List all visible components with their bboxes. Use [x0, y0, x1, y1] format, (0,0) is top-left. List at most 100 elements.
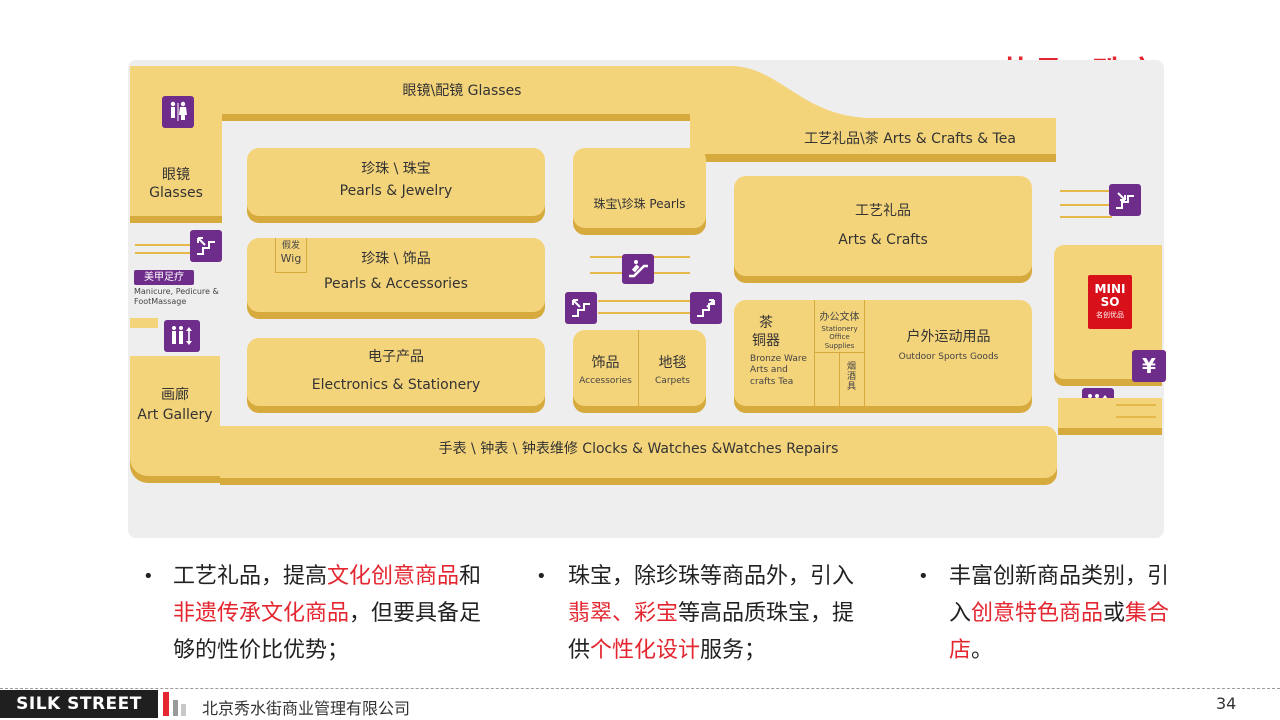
stairs-icon[interactable]: [190, 230, 222, 262]
footer-company: 北京秀水街商业管理有限公司: [202, 699, 411, 718]
bullet-text: 珠宝，除珍珠等商品外，引入: [568, 564, 855, 589]
bullet-dot: •: [918, 566, 929, 587]
arts-crafts-en: Arts & Crafts: [838, 232, 928, 248]
shop-clocks-watches[interactable]: 手表 \ 钟表 \ 钟表维修 Clocks & Watches &Watches…: [220, 426, 1057, 478]
stairs-icon[interactable]: [690, 292, 722, 324]
shop-divider: [638, 330, 639, 406]
miniso-logo: MINI SO 名创优品: [1088, 275, 1132, 329]
bullet-text: 丰富创新商品类别，引入: [949, 564, 1170, 626]
clocks-label: 手表 \ 钟表 \ 钟表维修 Clocks & Watches &Watches…: [438, 441, 839, 457]
accessories-cn: 饰品: [591, 355, 620, 371]
shop-block-east: 茶 铜器 Bronze Ware Arts and crafts Tea 办公文…: [734, 300, 1032, 406]
escalator-lines-2: [598, 300, 690, 314]
footer-divider: [0, 688, 1280, 689]
bullet-text: 服务；: [700, 638, 767, 663]
shop-tea-bronze[interactable]: 茶 铜器 Bronze Ware Arts and crafts Tea: [734, 300, 814, 406]
bullet-1: • 工艺礼品，提高文化创意商品和非遗传承文化商品，但要具备足够的性价比优势；: [143, 558, 493, 669]
shop-label: 眼镜\配镜 Glasses: [402, 83, 522, 99]
corridor-lines: [135, 244, 195, 254]
bullet-highlight: 非遗传承文化商品: [173, 601, 350, 626]
stationery-cn: 办公文体: [819, 312, 860, 323]
accessories-en: Accessories: [579, 376, 632, 386]
pearls-acc-cn: 珍珠 \ 饰品: [361, 251, 431, 267]
miniso-logo-text-2: SO: [1100, 295, 1120, 309]
outdoor-en: Outdoor Sports Goods: [898, 352, 999, 362]
currency-exchange-icon[interactable]: ¥: [1132, 350, 1166, 382]
miniso-logo-text-cn: 名创优品: [1096, 311, 1124, 319]
tea-cn: 茶: [759, 315, 773, 331]
bullet-highlight: 文化创意商品: [327, 564, 460, 589]
shop-art-gallery[interactable]: 画廊 Art Gallery: [130, 356, 220, 476]
divider-4: [839, 352, 840, 406]
pearls-jewelry-en: Pearls & Jewelry: [339, 183, 453, 199]
bullet-dot: •: [536, 566, 547, 587]
shop-pearls-jewelry[interactable]: 珍珠 \ 珠宝 Pearls & Jewelry: [247, 148, 545, 216]
shop-tobacco[interactable]: 烟酒具: [840, 353, 864, 406]
shop-miniso[interactable]: MINI SO 名创优品: [1054, 245, 1162, 379]
bullet-text: ，但要具备足够的性价比优势；: [173, 601, 482, 663]
tobacco-cn: 烟酒具: [847, 362, 857, 392]
glasses-label-en: Glasses: [149, 185, 203, 201]
bullet-2-text: 珠宝，除珍珠等商品外，引入翡翠、彩宝等高品质珠宝，提供个性化设计服务；: [568, 558, 876, 669]
stairs-icon[interactable]: [1109, 184, 1141, 216]
footer-mark: [163, 692, 187, 716]
bronze-en: Bronze Ware Arts and crafts Tea: [750, 354, 807, 387]
pearls-jewelry-cn: 珍珠 \ 珠宝: [361, 161, 431, 177]
shop-jewelry-pearls[interactable]: 珠宝\珍珠 Pearls: [573, 148, 706, 228]
manicure-label-cn: 美甲足疗: [134, 270, 194, 285]
bullet-1-text: 工艺礼品，提高文化创意商品和非遗传承文化商品，但要具备足够的性价比优势；: [173, 558, 493, 669]
corridor-right-1: [1060, 190, 1112, 206]
divider-2: [864, 300, 865, 406]
restroom-icon: [162, 96, 194, 128]
shop-arts-crafts[interactable]: 工艺礼品 Arts & Crafts: [734, 176, 1032, 276]
corridor-right-2: [1060, 206, 1112, 218]
wig-label-en: Wig: [280, 252, 302, 266]
electronics-cn: 电子产品: [368, 349, 424, 365]
carpets-en: Carpets: [655, 376, 690, 386]
page-number: 34: [1216, 694, 1237, 713]
shop-outdoor[interactable]: 户外运动用品 Outdoor Sports Goods: [865, 300, 1032, 406]
elevator-icon[interactable]: [164, 320, 200, 352]
bullet-text: 或: [1103, 601, 1126, 626]
wig-label-cn: 假发: [281, 241, 300, 251]
bullet-highlight: 个性化设计: [590, 638, 701, 663]
stationery-en: Stationery Office Supplies: [821, 324, 858, 351]
outdoor-cn: 户外运动用品: [906, 329, 991, 345]
bullet-highlight: 集合店: [949, 601, 1170, 663]
escalator-icon[interactable]: [622, 254, 654, 284]
bullet-text: 和: [459, 564, 482, 589]
bronze-cn: 铜器: [752, 333, 780, 349]
divider-1: [814, 300, 815, 406]
shop-pearls-accessories[interactable]: 假发 Wig 珍珠 \ 饰品 Pearls & Accessories: [247, 238, 545, 312]
bullet-highlight: 翡翠、彩宝: [568, 601, 679, 626]
arts-crafts-cn: 工艺礼品: [855, 203, 911, 219]
shop-glasses-top[interactable]: 眼镜\配镜 Glasses: [222, 66, 702, 114]
glasses-label-cn: 眼镜: [162, 167, 190, 183]
bullet-3: • 丰富创新商品类别，引入创意特色商品或集合店。: [918, 558, 1178, 669]
shop-electronics[interactable]: 电子产品 Electronics & Stationery: [247, 338, 545, 406]
carpets-cn: 地毯: [658, 355, 687, 371]
electronics-en: Electronics & Stationery: [311, 377, 481, 393]
shop-wig[interactable]: 假发 Wig: [275, 238, 307, 273]
bullet-text: 等高品质珠宝，提供: [568, 601, 855, 663]
shop-crafts-tea-shape: [690, 66, 1056, 162]
stairs-icon[interactable]: [565, 292, 597, 324]
shop-manicure[interactable]: 美甲足疗 Manicure, Pedicure & FootMassage: [130, 268, 220, 318]
jewelry-pearls-label: 珠宝\珍珠 Pearls: [593, 197, 686, 211]
bullet-highlight: 创意特色商品: [971, 601, 1104, 626]
bullet-3-text: 丰富创新商品类别，引入创意特色商品或集合店。: [949, 558, 1178, 669]
corridor-right-3: [1116, 404, 1156, 418]
shop-right-lower: [1058, 398, 1162, 428]
shop-crafts-tea[interactable]: 工艺礼品\茶 Arts & Crafts & Tea: [804, 131, 1016, 147]
shop-small-strip: [130, 318, 158, 328]
shop-stationery[interactable]: 办公文体 Stationery Office Supplies: [815, 300, 864, 352]
footer-brand: SILK STREET: [0, 690, 158, 718]
pearls-acc-en: Pearls & Accessories: [324, 276, 468, 292]
bullet-text: 工艺礼品，提高: [173, 564, 328, 589]
manicure-label-en: Manicure, Pedicure & FootMassage: [134, 287, 219, 306]
shop-accessories-carpets[interactable]: 饰品 Accessories 地毯 Carpets: [573, 330, 706, 406]
bullet-text: 。: [971, 638, 994, 663]
gallery-label-cn: 画廊: [161, 387, 189, 403]
bullet-dot: •: [143, 566, 154, 587]
shop-glasses-left[interactable]: 眼镜 Glasses: [130, 66, 222, 216]
